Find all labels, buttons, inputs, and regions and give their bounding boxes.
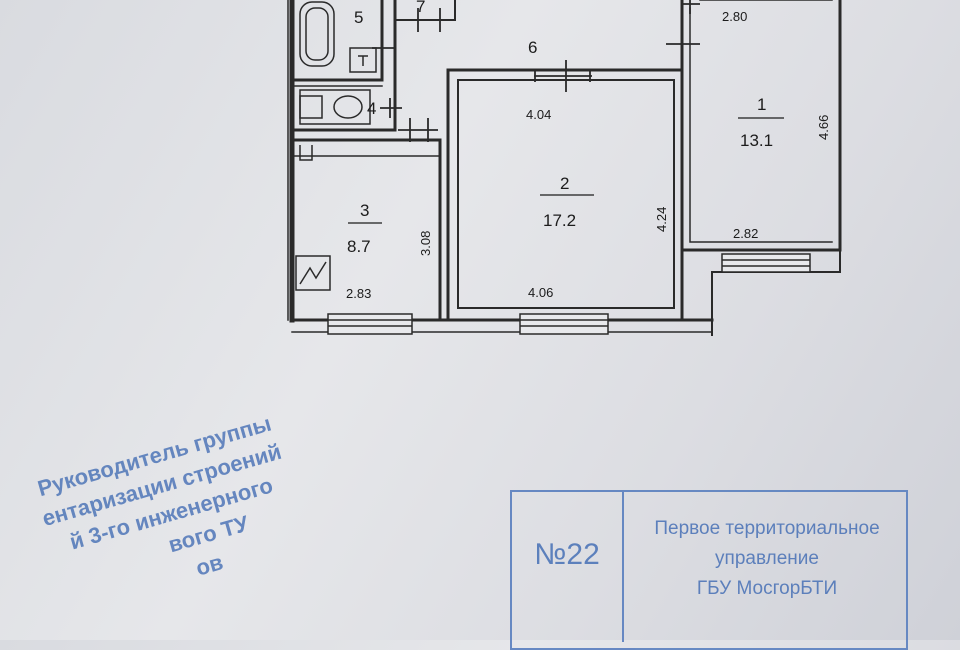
window-room3 <box>327 313 413 335</box>
stamp-line: управление <box>715 548 819 569</box>
sink-icon <box>349 47 377 73</box>
room-number-4: 4 <box>367 99 376 118</box>
room-number-5: 5 <box>354 8 363 27</box>
dim-room3-side: 3.08 <box>418 231 433 256</box>
stamp-line: ГБУ МосгорБТИ <box>696 578 838 599</box>
stove-icon <box>295 255 331 291</box>
dim-room3-bottom: 2.83 <box>346 286 371 301</box>
doors <box>372 0 700 142</box>
room-area-2: 17.2 <box>543 211 576 230</box>
dim-room1-bottom: 2.82 <box>733 226 758 241</box>
bti-stamp: №22 Первое территориальное управление ГБ… <box>510 490 908 650</box>
dim-room1-side: 4.66 <box>816 115 831 140</box>
room-number-6: 6 <box>528 38 537 57</box>
bathtub-icon <box>299 1 335 67</box>
room-number-2: 2 <box>560 174 569 193</box>
room1-wall <box>680 0 842 252</box>
dim-room2-side: 4.24 <box>654 207 669 232</box>
room-labels: 5 7 4 6 3 8.7 2 17.2 1 13.1 <box>347 0 784 256</box>
room-area-1: 13.1 <box>740 131 773 150</box>
room3-top-wall <box>290 138 442 322</box>
room-number-3: 3 <box>360 201 369 220</box>
stamp-organization: Первое территориальное управление ГБУ Мо… <box>626 514 908 604</box>
dim-room1-top: 2.80 <box>722 9 747 24</box>
window-room1 <box>721 253 811 273</box>
stamp-divider <box>622 492 624 642</box>
walls <box>287 0 842 336</box>
toilet-icon <box>299 89 371 125</box>
fixtures <box>295 1 377 291</box>
door-room2 <box>534 60 592 92</box>
room-area-3: 8.7 <box>347 237 371 256</box>
dimensions: 2.80 4.66 2.82 4.04 4.24 4.06 3.08 2.83 <box>346 9 831 301</box>
dim-room2-top: 4.04 <box>526 107 551 122</box>
door-room1 <box>666 30 700 58</box>
door-room6 <box>372 40 395 60</box>
stamp-line: Первое территориальное <box>654 518 880 539</box>
dim-room2-bottom: 4.06 <box>528 285 553 300</box>
door-room4 <box>380 98 402 118</box>
toilet-wall <box>290 38 397 132</box>
room-number-1: 1 <box>757 95 766 114</box>
door-room7 <box>410 8 452 32</box>
door-room3 <box>398 118 438 142</box>
sink-small-icon <box>299 145 313 161</box>
window-room2 <box>519 313 609 335</box>
room-number-7: 7 <box>416 0 425 16</box>
windows <box>327 253 811 335</box>
stamp-number: №22 <box>534 538 600 571</box>
